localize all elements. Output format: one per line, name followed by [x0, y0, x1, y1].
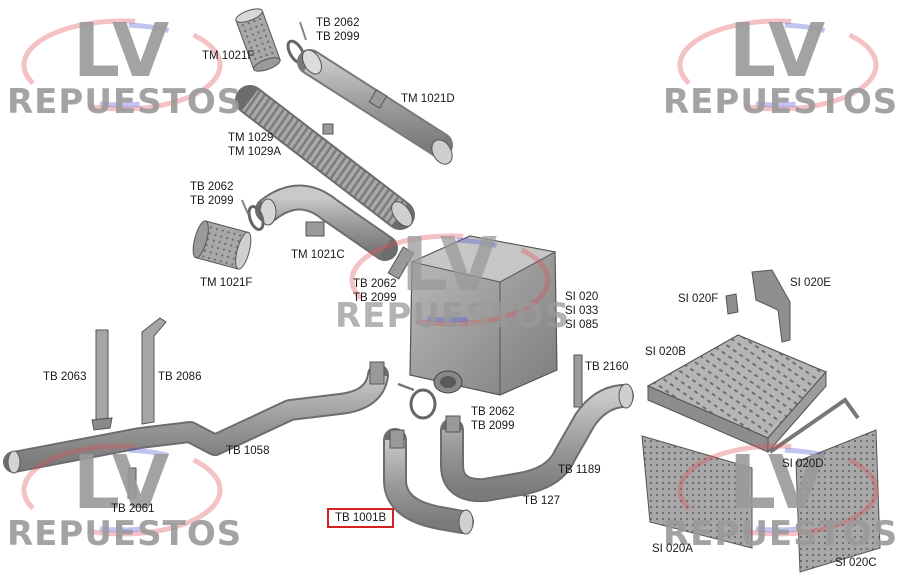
tm1021f-top-part: [235, 8, 281, 72]
label-tb2062: TB 2062: [471, 406, 515, 418]
tb2160-part: [573, 354, 583, 408]
si020a-part: [641, 435, 753, 549]
label-tb2099: TB 2099: [471, 420, 515, 432]
label-tb2062-tb2099-top[interactable]: TB 2062 TB 2099: [316, 16, 359, 44]
label-tm1029a-code: TM 1029A: [228, 146, 282, 158]
tb127-tb1189-part: [440, 383, 634, 503]
label-tb2086[interactable]: TB 2086: [158, 371, 202, 383]
label-tb1058[interactable]: TB 1058: [226, 445, 270, 457]
watermark-logo: LV: [728, 440, 828, 526]
label-tb2062: TB 2062: [316, 17, 360, 29]
tb1058-part: [3, 361, 389, 474]
watermark-brand: REPUESTOS: [7, 82, 243, 122]
label-tm1021f-top[interactable]: TM 1021F: [202, 50, 255, 62]
label-si020b[interactable]: SI 020B: [645, 346, 686, 358]
watermark-brand: REPUESTOS: [335, 296, 571, 336]
watermark-logo: LV: [72, 440, 172, 526]
clamp-low: [397, 382, 437, 420]
tm1021d-part: [297, 49, 453, 165]
label-tb2160[interactable]: TB 2160: [585, 361, 629, 373]
label-tb1001b-highlighted[interactable]: TB 1001B: [327, 508, 395, 528]
label-si020-code: SI 020: [565, 291, 599, 303]
label-tm1021c[interactable]: TM 1021C: [291, 249, 345, 261]
label-tb2062: TB 2062: [190, 181, 234, 193]
label-si020[interactable]: SI 020 SI 033 SI 085: [565, 290, 598, 332]
label-si020e[interactable]: SI 020E: [790, 277, 831, 289]
label-tb2099: TB 2099: [316, 31, 360, 43]
watermark-center: LV REPUESTOS: [335, 222, 571, 342]
watermark-logo: LV: [400, 222, 500, 308]
watermark-top-right: LV REPUESTOS: [663, 8, 899, 128]
tb2086-part: [141, 317, 167, 425]
si020e-part: [751, 269, 791, 343]
tb2063-part: [91, 329, 113, 431]
si020d-part: [768, 397, 860, 454]
watermark-logo: LV: [72, 8, 172, 94]
watermark-top-left: LV REPUESTOS: [7, 8, 243, 128]
watermark-bottom-left: LV REPUESTOS: [7, 440, 243, 560]
label-si020f[interactable]: SI 020F: [678, 293, 719, 305]
label-tb2099: TB 2099: [190, 195, 234, 207]
clamp-mid: [241, 199, 265, 231]
label-tb1189[interactable]: TB 1189: [558, 464, 601, 476]
tb2061-part: [127, 467, 137, 499]
tm1021c-part: [255, 184, 398, 261]
label-tm1029-code: TM 1029: [228, 132, 274, 144]
watermark-logo: LV: [728, 8, 828, 94]
label-tm1021f-mid[interactable]: TM 1021F: [200, 277, 253, 289]
watermark-brand: REPUESTOS: [663, 514, 899, 554]
label-si085-code: SI 085: [565, 319, 599, 331]
label-tb2062-tb2099-low[interactable]: TB 2062 TB 2099: [471, 405, 514, 433]
tb1001b-part: [383, 428, 474, 535]
tm1029-part: [235, 85, 415, 230]
label-si020d[interactable]: SI 020D: [782, 458, 824, 470]
label-si020c[interactable]: SI 020C: [835, 557, 877, 569]
watermark-bottom-right: LV REPUESTOS: [663, 440, 899, 560]
label-tb2099: TB 2099: [353, 292, 397, 304]
label-tb2063[interactable]: TB 2063: [43, 371, 87, 383]
label-tb2062: TB 2062: [353, 278, 397, 290]
watermark-brand: REPUESTOS: [663, 82, 899, 122]
watermark-brand: REPUESTOS: [7, 514, 243, 554]
label-tm1021d[interactable]: TM 1021D: [401, 93, 455, 105]
si020f-part: [725, 293, 739, 315]
label-tb2061[interactable]: TB 2061: [111, 503, 155, 515]
si020c-part: [795, 429, 881, 573]
label-tb2062-tb2099-right[interactable]: TB 2062 TB 2099: [353, 277, 396, 305]
label-tb2062-tb2099-mid[interactable]: TB 2062 TB 2099: [190, 180, 233, 208]
tm1021f-mid-part: [192, 220, 252, 270]
label-tb127[interactable]: TB 127: [523, 495, 561, 507]
label-si020a[interactable]: SI 020A: [652, 543, 693, 555]
si020b-part: [646, 334, 828, 454]
watermark-swooshes: [21, 18, 879, 537]
si020-silencer-part: [387, 235, 558, 396]
label-tm1029[interactable]: TM 1029 TM 1029A: [228, 131, 281, 159]
label-si033-code: SI 033: [565, 305, 599, 317]
